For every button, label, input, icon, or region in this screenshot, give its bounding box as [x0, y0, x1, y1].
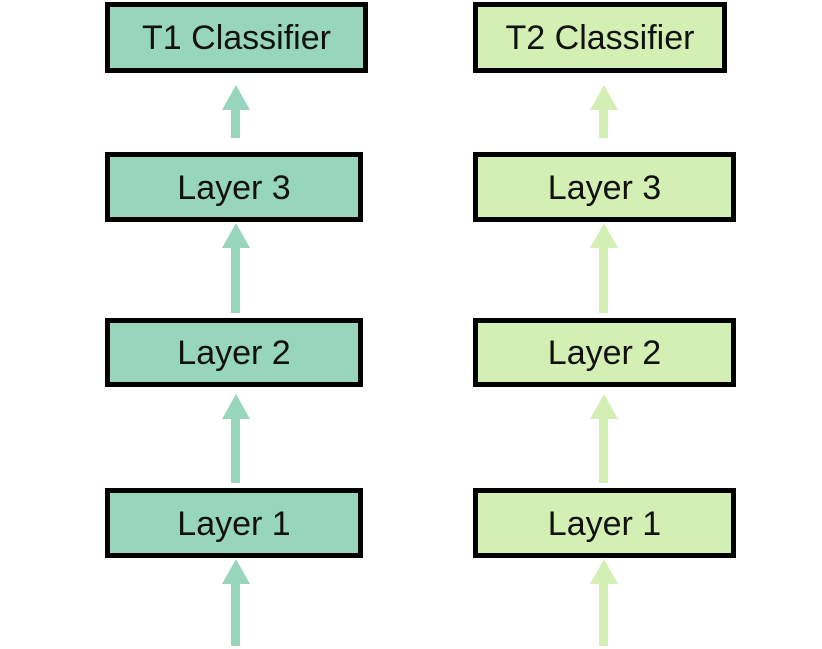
t2-layer-2-label: Layer 2	[548, 334, 661, 372]
t1-arrow-layer3-to-classifier	[222, 85, 250, 138]
t1-layer-1-label: Layer 1	[177, 505, 290, 543]
t1-layer-2-label: Layer 2	[177, 334, 290, 372]
t1-classifier-label: T1 Classifier	[142, 19, 331, 57]
t2-layer-3-label: Layer 3	[548, 169, 661, 207]
t2-arrow-layer1-to-layer2	[590, 394, 618, 483]
t2-layer-3-node: Layer 3	[473, 152, 736, 222]
t1-layer-1-node: Layer 1	[105, 488, 363, 558]
t1-input-arrow	[222, 559, 250, 646]
t2-input-arrow	[590, 559, 618, 646]
t2-classifier-node: T2 Classifier	[473, 2, 727, 73]
t1-arrow-layer2-to-layer3	[222, 223, 250, 313]
t2-classifier-label: T2 Classifier	[506, 19, 695, 57]
t2-layer-2-node: Layer 2	[473, 318, 736, 387]
t2-arrow-layer2-to-layer3	[590, 223, 618, 313]
t2-column: T2 Classifier Layer 3 Layer 2 Layer 1	[473, 2, 736, 646]
t1-arrow-layer1-to-layer2	[222, 394, 250, 483]
t2-arrow-layer3-to-classifier	[590, 85, 618, 138]
t2-layer-1-label: Layer 1	[548, 505, 661, 543]
t1-layer-2-node: Layer 2	[105, 318, 363, 387]
t1-layer-3-node: Layer 3	[105, 152, 363, 222]
t1-column: T1 Classifier Layer 3 Layer 2 Layer 1	[105, 2, 368, 646]
t2-layer-1-node: Layer 1	[473, 488, 736, 558]
t1-classifier-node: T1 Classifier	[105, 2, 368, 73]
t1-layer-3-label: Layer 3	[177, 169, 290, 207]
